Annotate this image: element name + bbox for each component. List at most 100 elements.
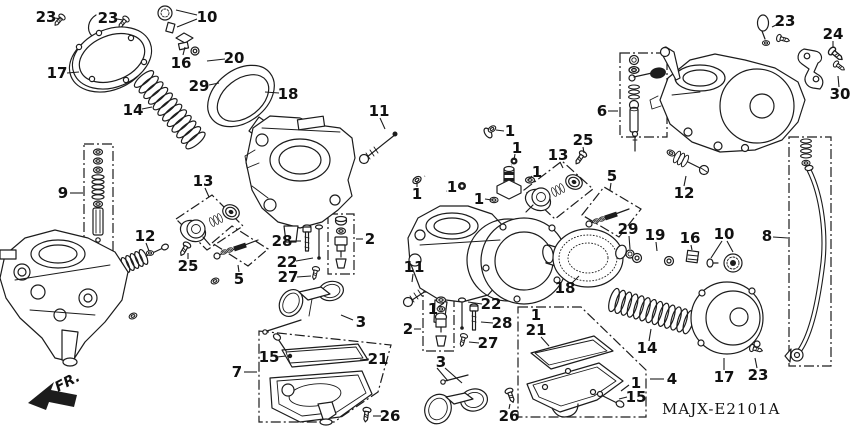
vacuum-piston-diaphragm-18-right (542, 228, 627, 288)
leader-line (54, 17, 62, 20)
part-number-label-28-30: 28 (272, 232, 293, 250)
leader-line (480, 321, 494, 324)
assembly-box-7 (258, 330, 392, 423)
part-number-label-7-49: 7 (232, 363, 242, 381)
wire-clip-23-right (756, 14, 771, 46)
fuel-joint-pipe-left (127, 276, 221, 321)
bolt-24 (826, 45, 846, 64)
leader-line (145, 242, 150, 252)
leader-line (620, 384, 630, 392)
chamber-cover-17-right (690, 281, 764, 355)
part-number-label-2-29: 2 (365, 230, 375, 248)
part-number-label-1-14: 1 (447, 178, 457, 196)
bolt-15-left (272, 333, 293, 359)
part-number-label-21-47: 21 (368, 350, 389, 368)
part-number-label-29-33: 29 (618, 220, 639, 238)
part-number-label-20-5: 20 (224, 49, 245, 67)
part-number-label-14-57: 14 (637, 339, 658, 357)
leader-line (495, 129, 505, 132)
leader-line (436, 367, 449, 382)
part-number-label-18-38: 18 (555, 279, 576, 297)
leader-line (582, 146, 585, 154)
starter-valve-set-13-right (524, 174, 583, 213)
part-number-label-10-36: 10 (714, 225, 735, 243)
starter-valve-set-13-left (179, 204, 240, 246)
part-number-label-18-8: 18 (278, 85, 299, 103)
link-rod-19 (631, 252, 675, 267)
part-number-label-1-10: 1 (505, 122, 515, 140)
three-way-joint-fitting (489, 165, 536, 204)
leader-line (276, 355, 287, 358)
part-number-label-17-3: 17 (47, 64, 68, 82)
part-number-label-4-51: 4 (667, 370, 677, 388)
leader-line (437, 302, 445, 308)
leader-line (296, 275, 312, 278)
assembly-box-4 (517, 306, 647, 418)
part-number-label-23-59: 23 (748, 366, 769, 384)
part-number-label-8-37: 8 (762, 227, 772, 245)
float-set-3-left (262, 280, 344, 335)
diagram-code: MAJX-E2101A (662, 400, 780, 418)
part-number-label-11-9: 11 (369, 102, 390, 120)
leader-line (411, 273, 414, 283)
leader-line (264, 91, 280, 94)
part-number-label-23-0: 23 (36, 8, 57, 26)
leader-line (237, 264, 240, 273)
screw-27-left (309, 265, 321, 281)
part-number-label-30-23: 30 (830, 85, 850, 103)
part-number-label-15-48: 15 (259, 348, 280, 366)
part-number-label-21-56: 21 (526, 321, 547, 339)
cap-nut-10-left (157, 5, 176, 34)
leader-line (204, 187, 210, 198)
part-number-label-2-39: 2 (403, 320, 413, 338)
cap-nut-10-right (706, 253, 743, 273)
part-number-label-1-15: 1 (474, 190, 484, 208)
part-number-label-23-21: 23 (775, 12, 796, 30)
leader-line (772, 236, 789, 239)
clamp-16-right (685, 249, 700, 264)
part-number-label-1-40: 1 (428, 300, 438, 318)
bolt-15-right (596, 390, 625, 408)
assembly-box-6 (619, 52, 668, 138)
part-number-label-25-27: 25 (178, 257, 199, 275)
part-number-label-11-44: 11 (404, 258, 425, 276)
leader-line (837, 75, 840, 88)
leader-line (771, 23, 779, 28)
part-number-label-13-18: 13 (548, 146, 569, 164)
leader-line (206, 58, 226, 62)
carburetor-body-front-left (244, 115, 356, 243)
part-number-label-27-32: 27 (278, 268, 299, 286)
leader-line (683, 175, 687, 187)
cable-bracket (797, 48, 824, 90)
part-number-label-15-53: 15 (626, 388, 647, 406)
leader-line (690, 244, 693, 251)
part-number-label-5-19: 5 (607, 167, 617, 185)
leader-line (66, 71, 80, 74)
leader-line (628, 235, 631, 250)
part-number-label-10-2: 10 (197, 8, 218, 26)
screw-23-right (775, 33, 791, 45)
carburetor-body-rear-right (407, 205, 568, 325)
part-number-label-24-22: 24 (823, 25, 844, 43)
part-number-label-9-24: 9 (58, 184, 68, 202)
leader-line (141, 106, 153, 110)
part-number-label-17-58: 17 (714, 368, 735, 386)
leader-line (754, 357, 758, 369)
part-number-label-1-55: 1 (531, 306, 541, 324)
float-set-3-bottom (424, 374, 489, 425)
part-number-label-13-25: 13 (193, 172, 214, 190)
part-number-label-1-13: 1 (412, 185, 422, 203)
air-screw-12-right (665, 148, 710, 176)
spring-14-right (605, 286, 697, 336)
leader-line (540, 336, 550, 347)
air-screw-spring-12-left (112, 243, 169, 277)
leader-line (609, 182, 612, 191)
fr-arrow (28, 382, 77, 410)
leader-line (726, 240, 734, 253)
leader-line (648, 328, 652, 342)
bolt-28-right (469, 303, 479, 331)
bolt-28-left (302, 224, 312, 252)
needle-jet-set-5-right (585, 208, 630, 228)
